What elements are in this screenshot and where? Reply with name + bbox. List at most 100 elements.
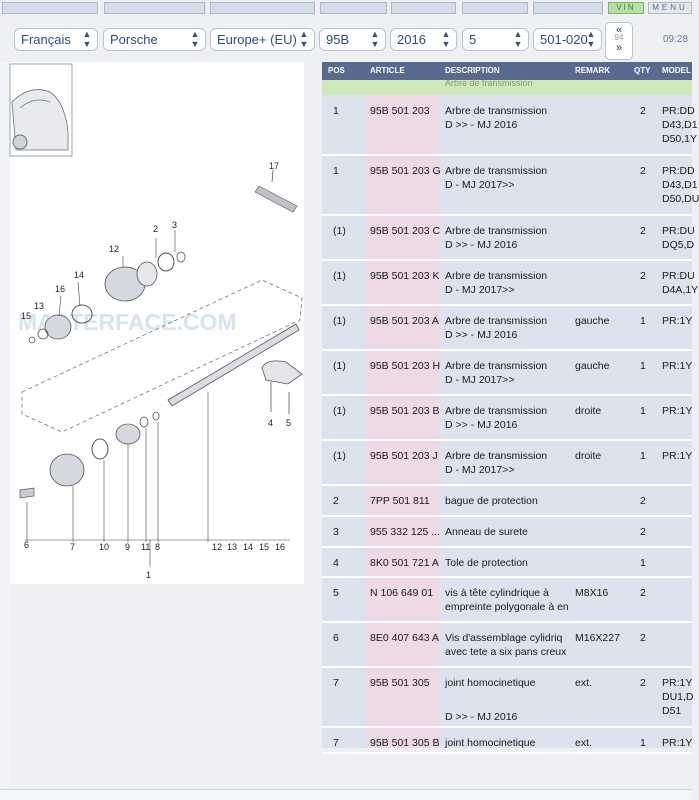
toolbar-field-1[interactable] <box>2 2 98 14</box>
callout-14[interactable]: 14 <box>74 270 84 280</box>
car-thumbnail[interactable] <box>9 63 73 157</box>
callout-10[interactable]: 10 <box>99 542 109 552</box>
subgroup-select-value: 501-020 <box>540 32 588 47</box>
header-remark[interactable]: REMARK <box>575 66 611 75</box>
callout-8[interactable]: 8 <box>155 542 160 552</box>
row-description-line3: D >> - MJ 2016 <box>445 711 518 723</box>
part-6-bolt[interactable] <box>19 487 35 499</box>
callout-17[interactable]: 17 <box>269 161 279 171</box>
brand-select[interactable]: Porsche ▲▼ <box>103 28 206 51</box>
toolbar-field-7[interactable] <box>533 2 603 14</box>
header-qty[interactable]: QTY <box>634 66 651 75</box>
header-pos[interactable]: POS <box>328 66 345 75</box>
callout-2[interactable]: 2 <box>153 224 158 234</box>
callout-7[interactable]: 7 <box>70 542 75 552</box>
row-article[interactable]: 8K0 501 721 A <box>370 557 439 569</box>
callout-16[interactable]: 16 <box>55 284 65 294</box>
callout-12[interactable]: 12 <box>109 244 119 254</box>
row-article[interactable]: 95B 501 203 K <box>370 270 440 282</box>
callout-11[interactable]: 11 <box>141 542 150 552</box>
callout-6[interactable]: 6 <box>24 540 29 550</box>
callout-12-b[interactable]: 12 <box>212 542 222 552</box>
part-16-boot[interactable] <box>44 314 72 340</box>
row-article[interactable]: 955 332 125 ... <box>370 526 441 538</box>
menu-button[interactable]: MENU <box>648 2 692 14</box>
row-article[interactable]: 95B 501 305 B <box>370 737 440 749</box>
callout-16-b[interactable]: 16 <box>275 542 285 552</box>
next-page-button[interactable]: » <box>615 42 623 54</box>
toolbar-field-4[interactable] <box>320 2 387 14</box>
row-article[interactable]: 95B 501 203 H <box>370 360 441 372</box>
row-description: Arbre de transmission <box>445 225 548 237</box>
toolbar-field-6[interactable] <box>462 2 528 14</box>
row-article[interactable]: 95B 501 203 G <box>370 165 441 177</box>
row-description: Anneau de surete <box>445 526 528 538</box>
part-4-bracket[interactable] <box>261 360 303 385</box>
callout-13[interactable]: 13 <box>34 301 44 311</box>
row-model: PR:1Y <box>662 450 693 462</box>
partial-row-text: Arbre de transmission <box>445 78 533 88</box>
selected-row-highlight[interactable]: Arbre de transmission <box>322 78 692 95</box>
row-article[interactable]: 95B 501 203 C <box>370 225 441 237</box>
row-article[interactable]: 8E0 407 643 A <box>370 632 439 644</box>
subgroup-select[interactable]: 501-020 ▲▼ <box>533 28 602 51</box>
row-model-line2: DU1,D <box>662 691 694 703</box>
row-article[interactable]: 95B 501 203 B <box>370 405 440 417</box>
row-article[interactable]: 95B 501 203 J <box>370 450 438 462</box>
row-description: joint homocinetique <box>445 737 536 749</box>
callout-4[interactable]: 4 <box>268 418 273 428</box>
row-article[interactable]: N 106 649 01 <box>370 587 434 599</box>
toolbar-field-2[interactable] <box>104 2 205 14</box>
row-description: joint homocinetique <box>445 677 536 689</box>
row-article[interactable]: 7PP 501 811 <box>370 495 430 507</box>
part-9-boot[interactable] <box>115 423 141 445</box>
callout-15-b[interactable]: 15 <box>259 542 269 552</box>
language-select[interactable]: Français ▲▼ <box>14 28 98 51</box>
row-article[interactable]: 95B 501 203 A <box>370 315 439 327</box>
row-description: vis à tête cylindrique à <box>445 587 549 599</box>
callout-13-b[interactable]: 13 <box>227 542 237 552</box>
part-17-shape[interactable] <box>254 185 298 213</box>
callout-9[interactable]: 9 <box>125 542 130 552</box>
callout-5[interactable]: 5 <box>286 418 291 428</box>
row-article[interactable]: 95B 501 203 <box>370 105 430 117</box>
group-select[interactable]: 5 ▲▼ <box>462 28 529 51</box>
header-article[interactable]: ARTICLE <box>370 66 405 75</box>
part-1-shaft[interactable] <box>167 323 300 407</box>
row-remark: droite <box>575 450 602 462</box>
row-divider <box>322 214 692 216</box>
part-7-joint[interactable] <box>49 453 85 487</box>
parts-table: POS ARTICLE DESCRIPTION REMARK QTY MODEL… <box>322 62 699 754</box>
exploded-parts-diagram[interactable]: MASTERFACE.COM <box>9 62 304 584</box>
prev-page-button[interactable]: « <box>615 24 623 36</box>
vin-button[interactable]: VIN <box>608 2 644 14</box>
row-qty: 1 <box>640 450 646 462</box>
toolbar-field-5[interactable] <box>391 2 456 14</box>
model-select[interactable]: 95B ▲▼ <box>319 28 386 51</box>
toolbar-field-3[interactable] <box>210 2 315 14</box>
header-model[interactable]: MODEL <box>662 66 691 75</box>
callout-1[interactable]: 1 <box>146 570 151 580</box>
market-select[interactable]: Europe+ (EU) ▲▼ <box>210 28 315 51</box>
callout-14-b[interactable]: 14 <box>243 542 253 552</box>
callout-3[interactable]: 3 <box>172 220 177 230</box>
year-select[interactable]: 2016 ▲▼ <box>390 28 457 51</box>
row-article[interactable]: 95B 501 305 <box>370 677 430 689</box>
header-description[interactable]: DESCRIPTION <box>445 66 500 75</box>
callout-15[interactable]: 15 <box>21 311 31 321</box>
